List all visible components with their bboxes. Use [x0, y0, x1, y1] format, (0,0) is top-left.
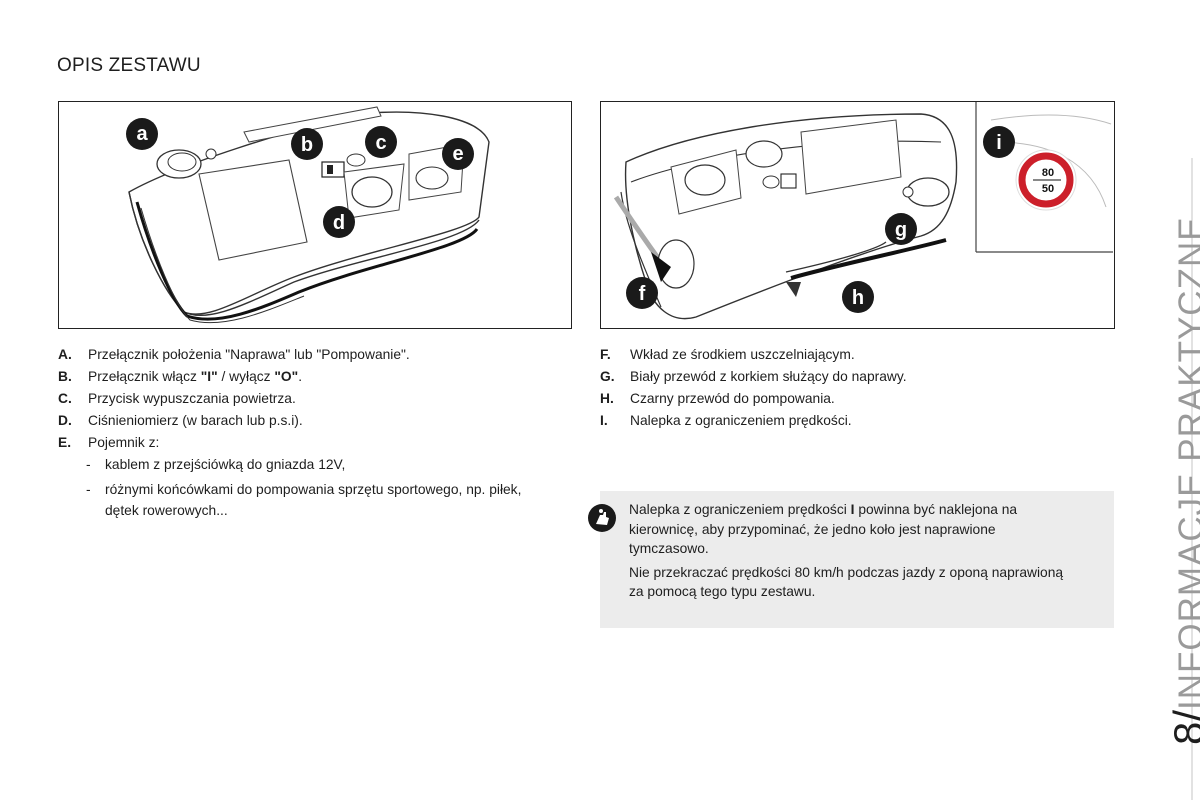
svg-text:h: h: [852, 287, 864, 309]
compressor-side-illustration: 80 50 f g: [613, 102, 1113, 320]
svg-text:80: 80: [1042, 167, 1054, 179]
chapter-divider: [1191, 158, 1193, 800]
legend-item-d: D. Ciśnieniomierz (w barach lub p.s.i).: [58, 413, 303, 428]
compressor-top-illustration: a b c d e: [126, 106, 490, 324]
svg-text:b: b: [301, 134, 313, 156]
legend-item-f: F. Wkład ze środkiem uszczelniającym.: [600, 347, 855, 362]
callout-i: i: [983, 126, 1015, 158]
sub-item: - różnymi końcówkami do pompowania sprzę…: [86, 482, 522, 518]
legend-item-b: B. Przełącznik włącz "I" / wyłącz "O".: [58, 369, 303, 384]
svg-text:i: i: [996, 132, 1002, 154]
legend-right: F. Wkład ze środkiem uszczelniającym. G.…: [600, 344, 1100, 432]
callout-e: e: [442, 138, 474, 170]
legend-item-g: G. Biały przewód z korkiem służący do na…: [600, 369, 907, 384]
chapter-number: 8/: [1165, 709, 1200, 745]
legend-sub-list: - kablem z przejściówką do gniazda 12V, …: [86, 454, 558, 521]
info-note-box: Nalepka z ograniczeniem prędkości I powi…: [600, 491, 1114, 628]
sub-item: - kablem z przejściówką do gniazda 12V,: [86, 457, 346, 472]
svg-text:c: c: [375, 132, 386, 154]
chapter-label: 8/INFORMACJE PRAKTYCZNE: [1165, 216, 1200, 745]
callout-d: d: [323, 206, 355, 238]
legend-item-c: C. Przycisk wypuszczania powietrza.: [58, 391, 296, 406]
info-hand-icon: [588, 504, 616, 532]
callout-b: b: [291, 128, 323, 160]
info-note-paragraph: Nie przekraczać prędkości 80 km/h podcza…: [629, 564, 1064, 600]
legend-item-a: A. Przełącznik położenia "Naprawa" lub "…: [58, 347, 410, 362]
callout-g: g: [885, 213, 917, 245]
callout-f: f: [626, 277, 658, 309]
svg-text:50: 50: [1042, 183, 1054, 195]
callout-h: h: [842, 281, 874, 313]
chapter-name: INFORMACJE PRAKTYCZNE: [1172, 216, 1200, 710]
legend-left: A. Przełącznik położenia "Naprawa" lub "…: [58, 344, 558, 521]
kit-side-view-figure: 80 50 f g: [600, 101, 1115, 329]
callout-a: a: [126, 118, 158, 150]
svg-text:f: f: [639, 283, 646, 305]
legend-item-i: I. Nalepka z ograniczeniem prędkości.: [600, 413, 852, 428]
svg-text:a: a: [136, 123, 148, 145]
section-title: OPIS ZESTAWU: [57, 55, 201, 76]
info-note-paragraph: Nalepka z ograniczeniem prędkości I powi…: [629, 502, 1018, 556]
legend-item-e: E. Pojemnik z:: [58, 435, 160, 450]
kit-top-view-figure: a b c d e: [58, 101, 572, 329]
legend-item-h: H. Czarny przewód do pompowania.: [600, 391, 835, 406]
svg-text:g: g: [895, 219, 907, 241]
speed-sticker: 80 50: [1015, 149, 1077, 211]
svg-text:d: d: [333, 212, 345, 234]
svg-text:e: e: [452, 143, 463, 165]
callout-c: c: [365, 126, 397, 158]
